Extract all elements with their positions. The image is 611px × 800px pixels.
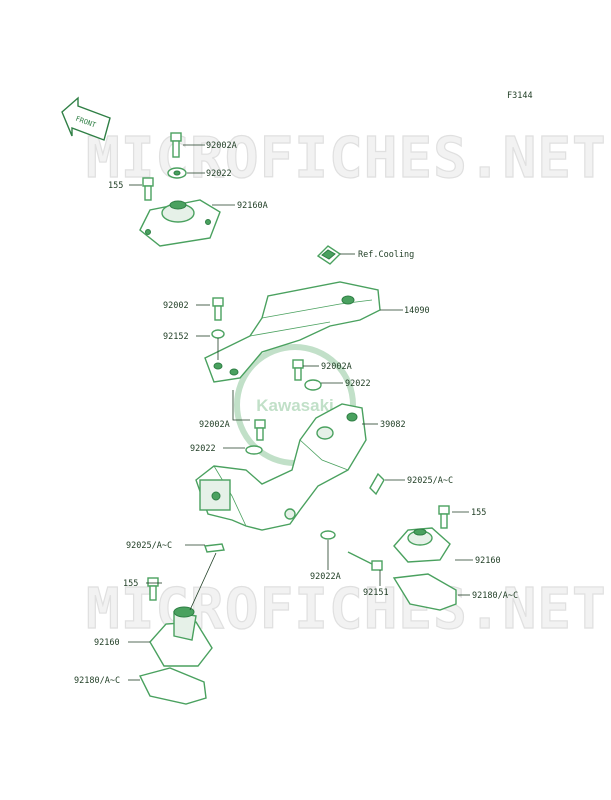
- callout-92151: 92151: [363, 588, 389, 598]
- watermark-top: MICROFICHES.NET: [86, 126, 607, 191]
- callout-92022-top: 92022: [206, 169, 232, 179]
- logo-text: Kawasaki: [256, 396, 334, 415]
- engine-mount-92160a: [139, 199, 221, 247]
- washer-92022-lower: [245, 445, 263, 455]
- callout-14090: 14090: [404, 306, 430, 316]
- bolt-155-bottom: [147, 577, 159, 601]
- bracket-39082: [195, 403, 367, 531]
- clip-92025-left: [204, 543, 225, 553]
- engine-mount-92160-bottom: [149, 606, 213, 667]
- callout-92002a-lower: 92002A: [199, 420, 230, 430]
- front-arrow-icon: FRONT: [61, 96, 111, 141]
- bolt-92002a-top: [170, 132, 182, 158]
- callout-92022a: 92022A: [310, 572, 341, 582]
- bolt-92151: [347, 551, 383, 571]
- callout-155-right: 155: [471, 508, 486, 518]
- shim-92180-bottom: [138, 667, 207, 705]
- shim-92180-right: [392, 573, 457, 611]
- washer-92152: [211, 329, 225, 339]
- callout-92180-right: 92180/A~C: [472, 591, 518, 601]
- ref-cooling-tag-icon: [316, 245, 342, 265]
- callout-92022-lower: 92022: [190, 444, 216, 454]
- callout-39082: 39082: [380, 420, 406, 430]
- engine-mount-92160-right: [393, 527, 451, 563]
- bolt-92002: [212, 297, 224, 321]
- callout-92180-bottom: 92180/A~C: [74, 676, 120, 686]
- washer-92022a: [320, 530, 336, 540]
- bolt-155-right: [438, 505, 450, 529]
- figure-id: F3144: [507, 91, 533, 101]
- callout-92002: 92002: [163, 301, 189, 311]
- callout-92160-right: 92160: [475, 556, 501, 566]
- washer-92022-mid: [304, 379, 322, 391]
- bracket-14090: [204, 281, 381, 383]
- callout-92152: 92152: [163, 332, 189, 342]
- clip-92025-right: [369, 472, 385, 496]
- callout-92025-right: 92025/A~C: [407, 476, 453, 486]
- bolt-155-top: [142, 177, 154, 201]
- callout-155-bottom: 155: [123, 579, 138, 589]
- bolt-92002a-lower: [254, 419, 266, 441]
- callout-ref-cooling: Ref.Cooling: [358, 250, 414, 260]
- callout-92022-mid: 92022: [345, 379, 371, 389]
- callout-92025-left: 92025/A~C: [126, 541, 172, 551]
- callout-92160-bottom: 92160: [94, 638, 120, 648]
- callout-92160a: 92160A: [237, 201, 268, 211]
- callout-92002a-top: 92002A: [206, 141, 237, 151]
- callout-92002a-mid: 92002A: [321, 362, 352, 372]
- leader-lines: [128, 144, 473, 681]
- bolt-92002a-mid: [292, 359, 304, 381]
- callout-155-top: 155: [108, 181, 123, 191]
